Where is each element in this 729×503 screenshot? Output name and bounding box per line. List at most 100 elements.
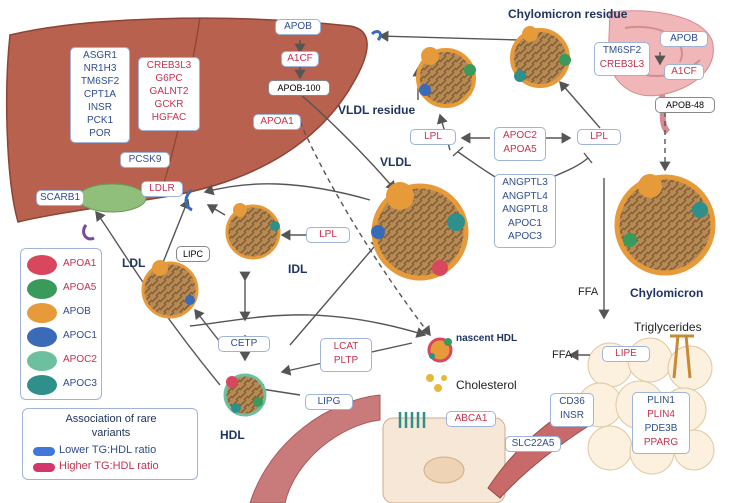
label-ffa-top: FFA <box>578 286 599 298</box>
particle-chylomicron-residue <box>510 26 571 88</box>
liver-gene-hgfac: HGFAC <box>151 112 187 123</box>
label-cetp: CETP <box>218 336 270 352</box>
label-lpl-top: LPL <box>410 129 456 145</box>
legend-label-apoa1: APOA1 <box>63 258 97 269</box>
label-creb3l3-intestine: CREB3L3 <box>599 59 645 70</box>
intestine-genes-box: TM6SF2 CREB3L3 <box>594 42 650 76</box>
cd36-insr-box: CD36 INSR <box>550 393 594 427</box>
label-cd36: CD36 <box>559 396 585 407</box>
particle-label-hdl: HDL <box>220 428 245 442</box>
label-slc22a5: SLC22A5 <box>505 436 561 452</box>
label-pcsk9: PCSK9 <box>120 152 170 168</box>
particle-hdl <box>223 373 267 417</box>
label-ldlr: LDLR <box>141 181 183 197</box>
particle-nascent-hdl <box>427 337 453 363</box>
legend-label-apoc3: APOC3 <box>63 378 97 389</box>
legend-swatch-apoc3 <box>27 375 57 395</box>
particle-label-ldl: LDL <box>122 256 146 270</box>
gene-apoc1: APOC1 <box>508 217 542 229</box>
lower-ratio-label: Lower TG:HDL ratio <box>59 444 157 456</box>
label-cholesterol: Cholesterol <box>456 378 517 392</box>
liver-gene-insr: INSR <box>88 102 112 113</box>
liver-gene-tm6sf2: TM6SF2 <box>80 76 120 87</box>
particle-idl <box>225 203 281 260</box>
label-a1cf-liver: A1CF <box>281 51 319 67</box>
liver-genes-blue-box: ASGR1 NR1H3 TM6SF2 CPT1A INSR PCK1 POR <box>70 47 130 143</box>
legend-label-apoa5: APOA5 <box>63 282 97 293</box>
gene-plin1: PLIN1 <box>647 395 675 406</box>
legend-label-apoc1: APOC1 <box>63 330 97 341</box>
label-lpl-right: LPL <box>577 129 621 145</box>
angptl-genes-box: ANGPTL3 ANGPTL4 ANGPTL8 APOC1 APOC3 <box>494 174 556 248</box>
liver-gene-galnt2: GALNT2 <box>149 86 189 97</box>
association-legend: Association of rare variants Lower TG:HD… <box>22 408 198 480</box>
gene-angptl8: ANGPTL8 <box>502 204 548 215</box>
legend-swatch-apoc1 <box>27 327 57 347</box>
lower-ratio-swatch <box>33 447 55 456</box>
gene-plin4: PLIN4 <box>647 409 675 420</box>
legend-swatch-apoa1 <box>27 255 57 275</box>
label-apob100: APOB-100 <box>268 80 330 96</box>
particle-label-idl: IDL <box>288 262 308 276</box>
label-tm6sf2-intestine: TM6SF2 <box>602 45 642 56</box>
legend-swatch-apoa5 <box>27 279 57 299</box>
label-lcat: LCAT <box>333 341 359 352</box>
gene-apoc3: APOC3 <box>508 231 542 242</box>
receptor-scarb1-icon <box>82 224 95 241</box>
particle-ldl <box>141 260 199 319</box>
abca1-transporter-icon <box>398 412 426 428</box>
label-apoa5: APOA5 <box>503 144 537 155</box>
liver-gene-por: POR <box>89 128 111 139</box>
particle-label-vldl-residue: VLDL residue <box>338 103 416 117</box>
label-lipg: LIPG <box>305 394 353 410</box>
association-legend-title-2: variants <box>91 427 131 439</box>
apoc2-apoa5-box: APOC2 APOA5 <box>494 127 546 161</box>
label-apob-intestine: APOB <box>660 31 708 47</box>
cholesterol-icon <box>426 374 447 392</box>
legend-label-apob: APOB <box>63 306 91 317</box>
label-pltp: PLTP <box>333 355 359 366</box>
particle-label-chylomicron: Chylomicron <box>630 286 704 300</box>
receptor-ldlr-icon <box>184 188 193 212</box>
particle-chylomicron <box>614 174 716 276</box>
label-a1cf-intestine: A1CF <box>664 64 704 80</box>
lcat-pltp-box: LCAT PLTP <box>320 338 372 372</box>
liver-genes-red-box: CREB3L3 G6PC GALNT2 GCKR HGFAC <box>138 57 200 131</box>
label-scarb1: SCARB1 <box>36 190 84 206</box>
apolipoprotein-legend: APOA1 APOA5 APOB APOC1 APOC2 APOC3 <box>20 248 102 400</box>
adipose-genes-box: PLIN1 PLIN4 PDE3B PPARG <box>632 392 690 454</box>
particle-label-vldl: VLDL <box>380 155 412 169</box>
liver-gene-nr1h3: NR1H3 <box>83 63 117 74</box>
liver-gene-pck1: PCK1 <box>86 115 114 126</box>
particle-vldl <box>371 182 469 281</box>
label-lipc: LIPC <box>176 246 210 262</box>
label-apoa1-liver: APOA1 <box>253 114 301 130</box>
label-lipe: LIPE <box>602 346 650 362</box>
liver-gene-asgr1: ASGR1 <box>83 50 117 61</box>
label-insr-muscle: INSR <box>560 410 584 421</box>
legend-swatch-apoc2 <box>27 351 57 371</box>
association-legend-title-1: Association of rare <box>65 413 157 425</box>
label-lpl-idl: LPL <box>306 227 350 243</box>
legend-swatch-apob <box>27 303 57 323</box>
label-abca1: ABCA1 <box>446 411 496 427</box>
dashed-arrows <box>299 112 671 337</box>
gene-angptl4: ANGPTL4 <box>502 190 548 202</box>
liver-gene-g6pc: G6PC <box>155 73 183 84</box>
label-apoc2: APOC2 <box>503 130 537 141</box>
higher-ratio-label: Higher TG:HDL ratio <box>59 460 159 472</box>
legend-label-apoc2: APOC2 <box>63 354 97 365</box>
liver-gene-gckr: GCKR <box>154 99 184 110</box>
receptor-top-icon <box>370 30 382 42</box>
blood-vessel <box>249 394 381 503</box>
particle-label-nascent-hdl: nascent HDL <box>456 333 518 344</box>
gene-angptl3: ANGPTL3 <box>502 177 548 188</box>
higher-ratio-swatch <box>33 463 55 472</box>
label-triglycerides: Triglycerides <box>634 320 702 334</box>
label-apob-liver: APOB <box>275 19 321 35</box>
gene-pparg: PPARG <box>643 437 679 448</box>
label-ffa-left: FFA <box>552 349 573 361</box>
liver-gene-creb3l3: CREB3L3 <box>146 60 192 71</box>
label-apob48: APOB-48 <box>655 97 715 113</box>
